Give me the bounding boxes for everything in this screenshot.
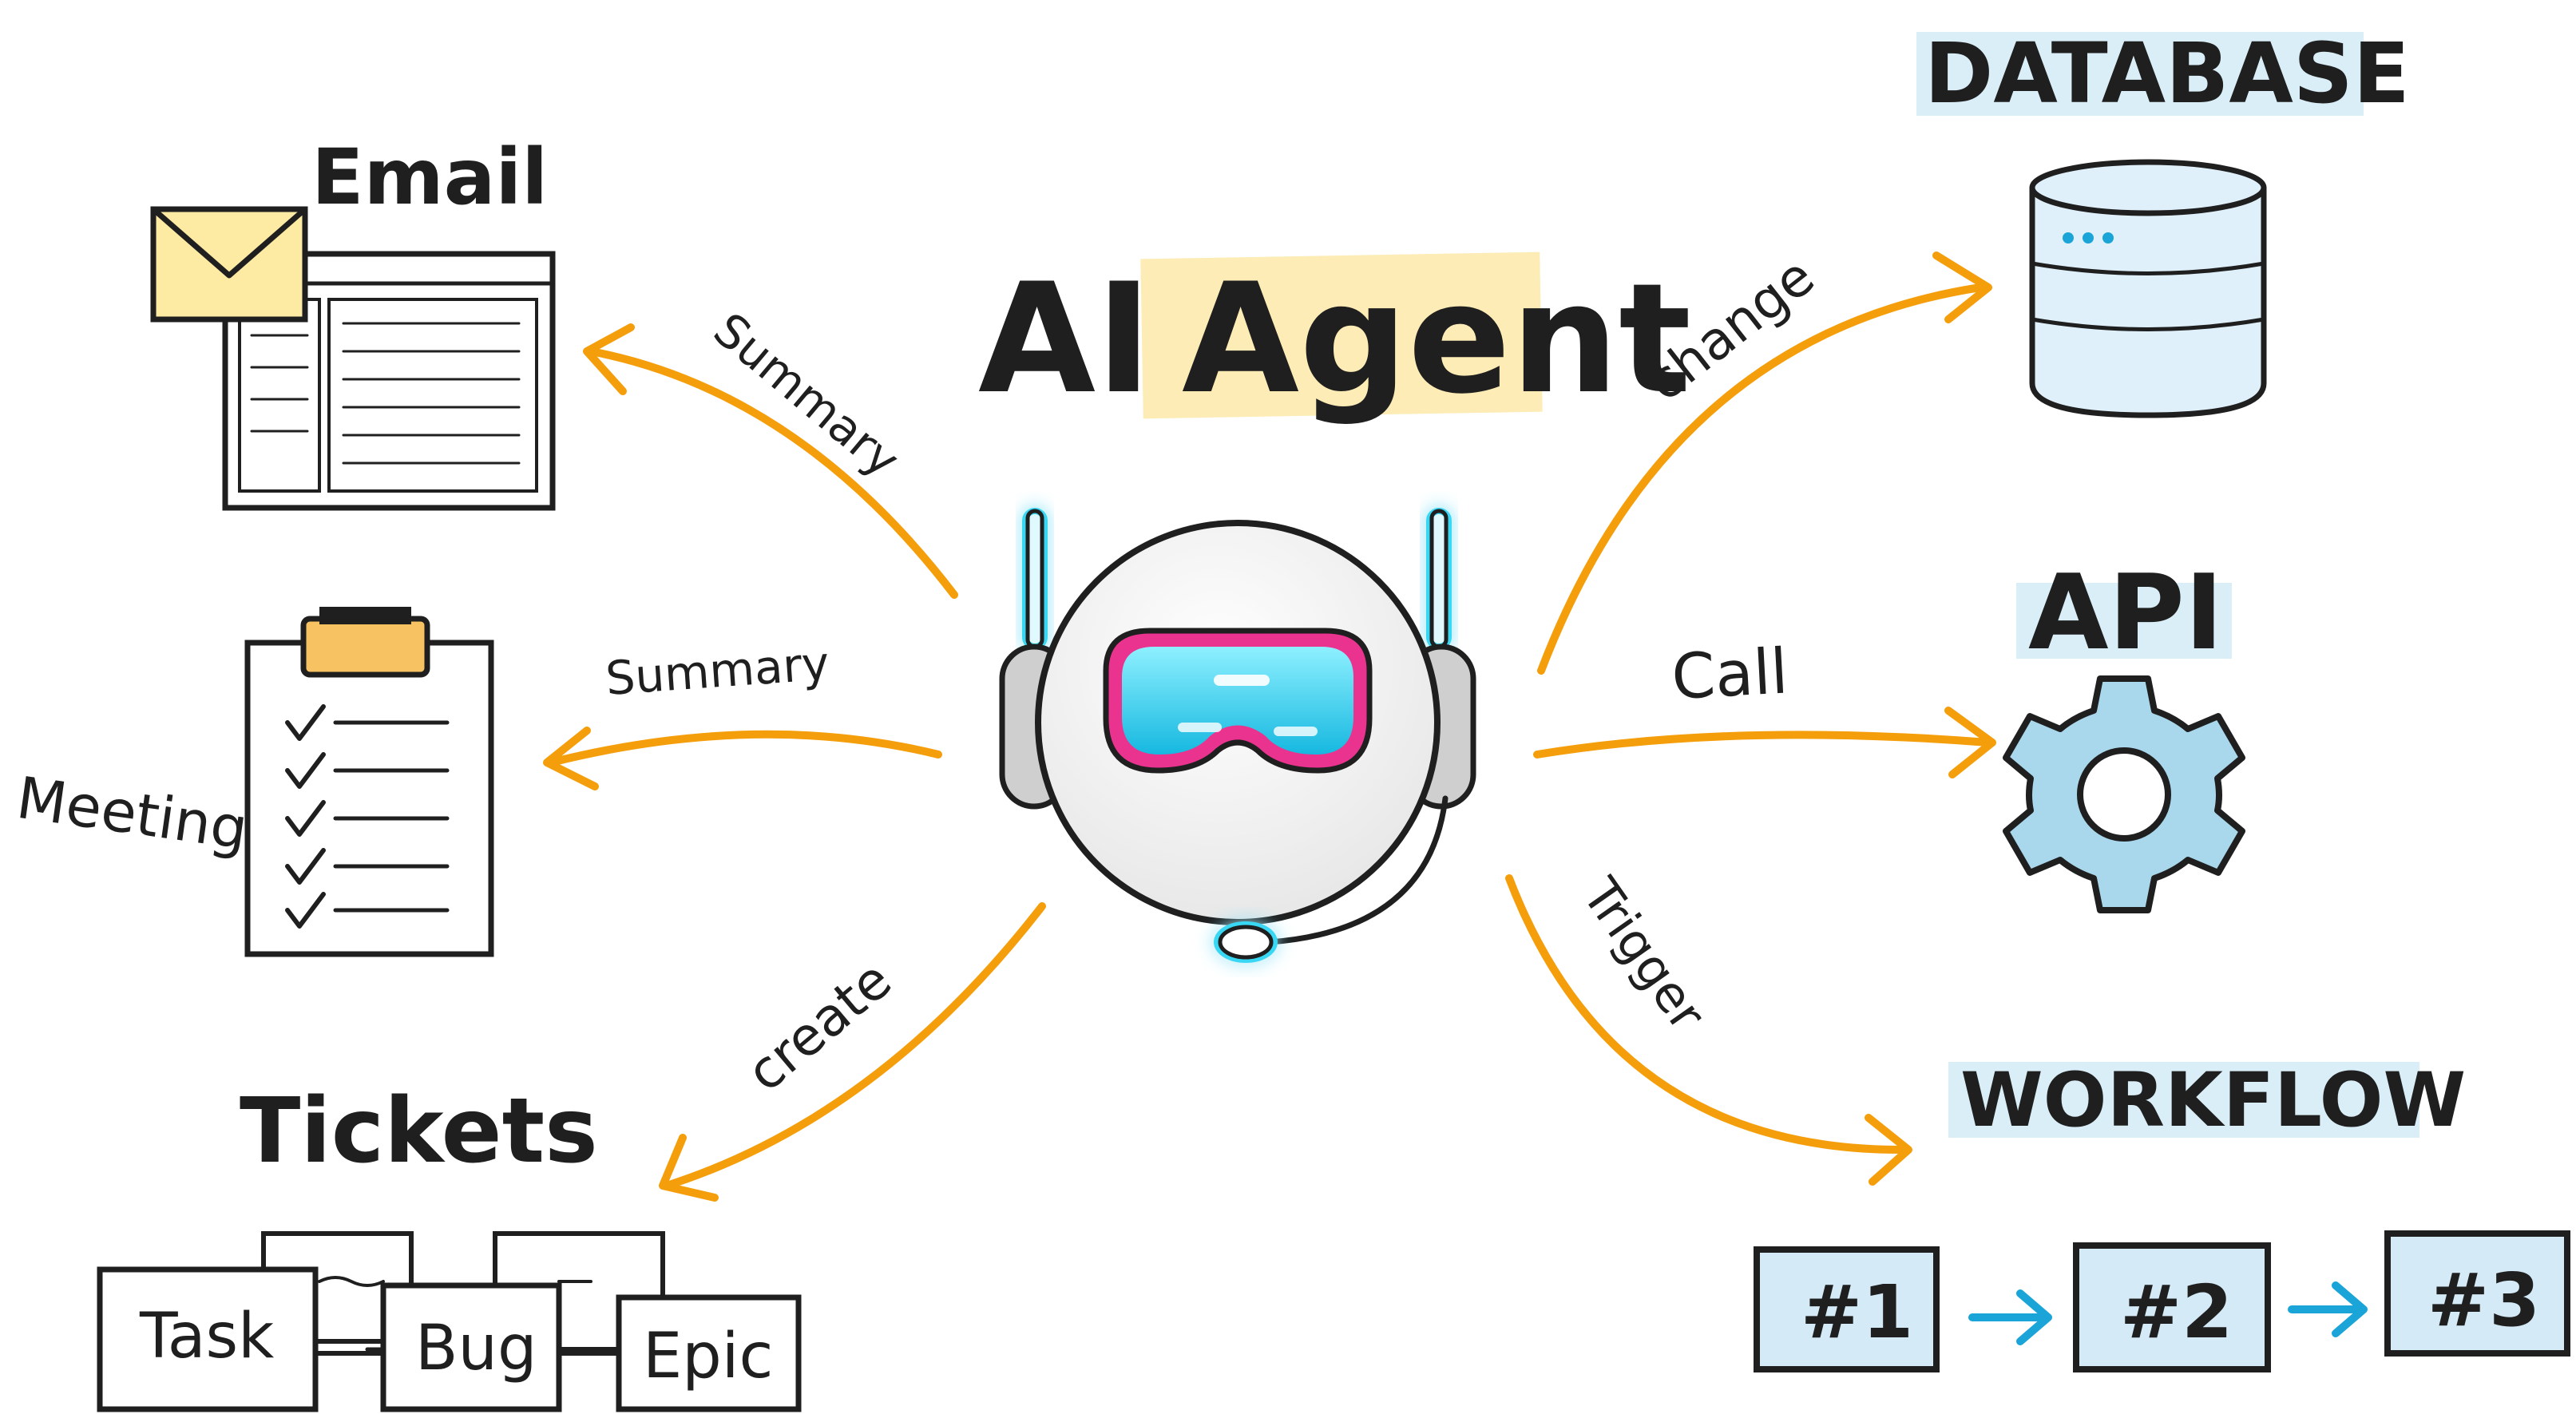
meeting-node: Meeting <box>13 607 494 957</box>
workflow-step-2: #2 <box>2073 1242 2271 1372</box>
clipboard-checklist-icon <box>244 607 494 957</box>
edge-label-meeting: Summary <box>604 636 830 706</box>
title: AI Agent <box>978 251 1691 427</box>
tickets-node: Tickets Task Bug Epic <box>97 1079 802 1412</box>
arrow-to-api <box>1533 731 1992 758</box>
workflow-step-label: #2 <box>2120 1269 2233 1355</box>
workflow-arrow-icon <box>1968 1289 2052 1345</box>
visor-glint <box>1178 723 1222 732</box>
api-label: API <box>2028 552 2223 673</box>
database-node: DATABASE <box>1916 25 2410 418</box>
workflow-label: WORKFLOW <box>1960 1057 2466 1144</box>
workflow-node: WORKFLOW #1 #2 #3 <box>1754 1057 2570 1372</box>
email-label: Email <box>311 133 548 222</box>
edge-label-tickets: create <box>735 949 903 1104</box>
antenna-left <box>1022 508 1048 650</box>
database-label: DATABASE <box>1924 25 2410 122</box>
arrow-to-database <box>1537 283 1984 675</box>
arrow-to-tickets <box>663 902 1046 1190</box>
api-node: API <box>2003 552 2245 913</box>
robot-headset-icon <box>999 508 1476 963</box>
title-agent: Agent <box>1182 251 1691 427</box>
ticket-card-bug: Bug <box>380 1282 562 1412</box>
workflow-arrow-icon <box>2288 1281 2368 1337</box>
api-label-highlight <box>2016 583 2232 659</box>
mic-icon <box>1214 921 1278 963</box>
database-label-highlight <box>1916 32 2364 116</box>
visor-glint <box>1274 727 1318 736</box>
ticket-card-epic: Epic <box>616 1294 802 1412</box>
workflow-step-label: #1 <box>1801 1269 1913 1355</box>
edges <box>543 252 1996 1202</box>
ticket-card-label: Bug <box>415 1313 537 1384</box>
ticket-card-task: Task <box>97 1266 319 1412</box>
tickets-label: Tickets <box>240 1079 598 1183</box>
workflow-label-highlight <box>1948 1062 2419 1138</box>
mic-arm <box>1266 795 1449 945</box>
title-ai: AI <box>978 251 1152 427</box>
edge-label-email: Summary <box>703 303 910 488</box>
workflow-step-label: #3 <box>2427 1258 2540 1343</box>
database-cylinder-icon <box>2029 159 2267 418</box>
visor-glint <box>1214 675 1270 686</box>
title-highlight <box>1140 252 1543 419</box>
arrow-to-workflow <box>1505 874 1904 1154</box>
workflow-step-1: #1 <box>1754 1246 1940 1372</box>
gear-icon <box>2003 675 2245 913</box>
ticket-card-label: Epic <box>643 1321 773 1392</box>
ticket-card-label: Task <box>139 1301 274 1372</box>
workflow-step-3: #3 <box>2384 1230 2570 1357</box>
email-node: Email <box>150 133 556 511</box>
antenna-right <box>1426 508 1452 650</box>
envelope-icon <box>150 206 308 323</box>
meeting-label: Meeting <box>13 764 252 863</box>
edge-label-api: Call <box>1670 636 1789 713</box>
edge-label-workflow: Trigger <box>1571 867 1717 1041</box>
arrow-to-email <box>587 347 958 599</box>
arrow-to-meeting <box>547 730 942 766</box>
